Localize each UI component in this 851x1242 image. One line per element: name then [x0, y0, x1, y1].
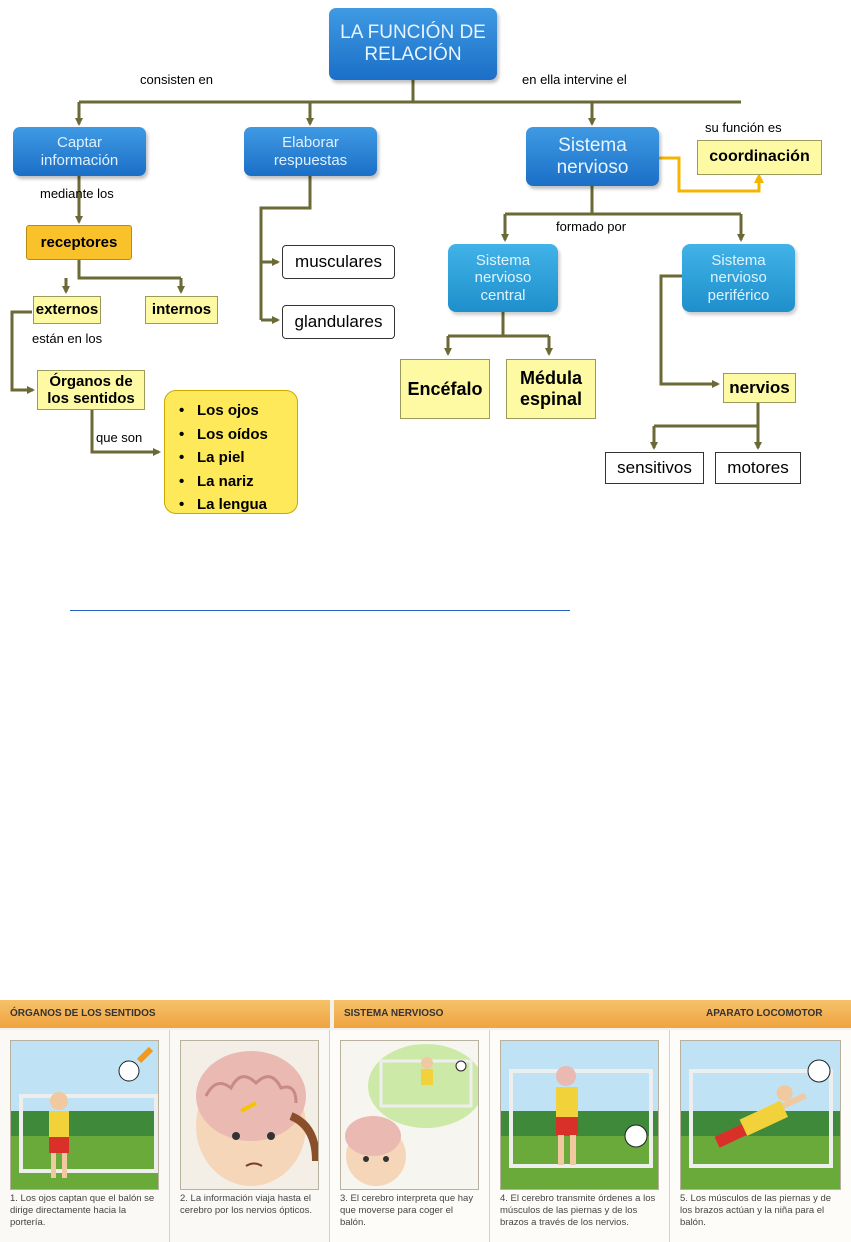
encefalo-box: Encéfalo	[400, 359, 490, 419]
link-label-formado-por: formado por	[556, 219, 627, 234]
elaborar-respuestas-node: Elaborar respuestas	[244, 127, 377, 176]
link-label-su-funcion: su función es	[705, 120, 782, 135]
snp-node: Sistema nervioso periférico	[682, 244, 795, 312]
link-label-en-ella: en ella intervine el	[522, 72, 627, 87]
sense-item-nariz: La nariz	[179, 470, 297, 494]
nerves-order-illustration	[500, 1040, 659, 1190]
glandulares-box: glandulares	[282, 305, 395, 339]
concept-map-connectors	[10, 80, 764, 456]
brain-interprets-illustration	[340, 1040, 479, 1190]
medula-espinal-box: Médula espinal	[506, 359, 596, 419]
caption-3: 3. El cerebro interpreta que hay que mov…	[340, 1193, 474, 1228]
motores-box: motores	[715, 452, 801, 484]
concept-map-title: LA FUNCIÓN DE RELACIÓN	[329, 8, 497, 80]
caption-1: 1. Los ojos captan que el balón se dirig…	[10, 1193, 155, 1228]
link-label-que-son: que son	[96, 430, 143, 445]
goalkeeper-eyes-illustration	[10, 1040, 159, 1190]
captar-informacion-node: Captar información	[13, 127, 146, 176]
strip-panel-2: 2. La información viaja hasta el cerebro…	[170, 1030, 330, 1242]
link-label-mediante: mediante los	[40, 186, 114, 201]
externos-box: externos	[33, 296, 101, 324]
header-organos-sentidos: ÓRGANOS DE LOS SENTIDOS	[0, 1000, 330, 1028]
header-sistema-nervioso: SISTEMA NERVIOSO	[334, 1000, 670, 1028]
sense-item-ojos: Los ojos	[179, 399, 297, 423]
strip-panel-4: 4. El cerebro transmite órdenes a los mú…	[490, 1030, 670, 1242]
senses-list: Los ojos Los oídos La piel La nariz La l…	[164, 390, 298, 514]
receptores-box: receptores	[26, 225, 132, 260]
organos-sentidos-box: Órganos de los sentidos	[37, 370, 145, 410]
strip-panel-5: 5. Los músculos de las piernas y de los …	[670, 1030, 851, 1242]
caption-5: 5. Los músculos de las piernas y de los …	[680, 1193, 832, 1228]
caption-4: 4. El cerebro transmite órdenes a los mú…	[500, 1193, 656, 1228]
hyperlink-underline[interactable]	[70, 610, 570, 611]
snc-node: Sistema nervioso central	[448, 244, 558, 312]
sense-item-piel: La piel	[179, 446, 297, 470]
coordinacion-box: coordinación	[697, 140, 822, 175]
internos-box: internos	[145, 296, 218, 324]
sistema-nervioso-node: Sistema nervioso	[526, 127, 659, 186]
nervios-box: nervios	[723, 373, 796, 403]
strip-panel-3: 3. El cerebro interpreta que hay que mov…	[330, 1030, 490, 1242]
musculares-box: musculares	[282, 245, 395, 279]
brain-optic-nerve-illustration	[180, 1040, 319, 1190]
sense-item-oidos: Los oídos	[179, 423, 297, 447]
caption-2: 2. La información viaja hasta el cerebro…	[180, 1193, 313, 1216]
header-aparato-locomotor: APARATO LOCOMOTOR	[670, 1000, 851, 1028]
link-label-consisten-en: consisten en	[140, 72, 213, 87]
goalkeeper-save-illustration	[680, 1040, 841, 1190]
sensitivos-box: sensitivos	[605, 452, 704, 484]
link-label-estan-en: están en los	[32, 331, 103, 346]
strip-panel-1: 1. Los ojos captan que el balón se dirig…	[0, 1030, 170, 1242]
sense-item-lengua: La lengua	[179, 493, 297, 517]
comic-strip: ÓRGANOS DE LOS SENTIDOS SISTEMA NERVIOSO…	[0, 1000, 851, 1242]
